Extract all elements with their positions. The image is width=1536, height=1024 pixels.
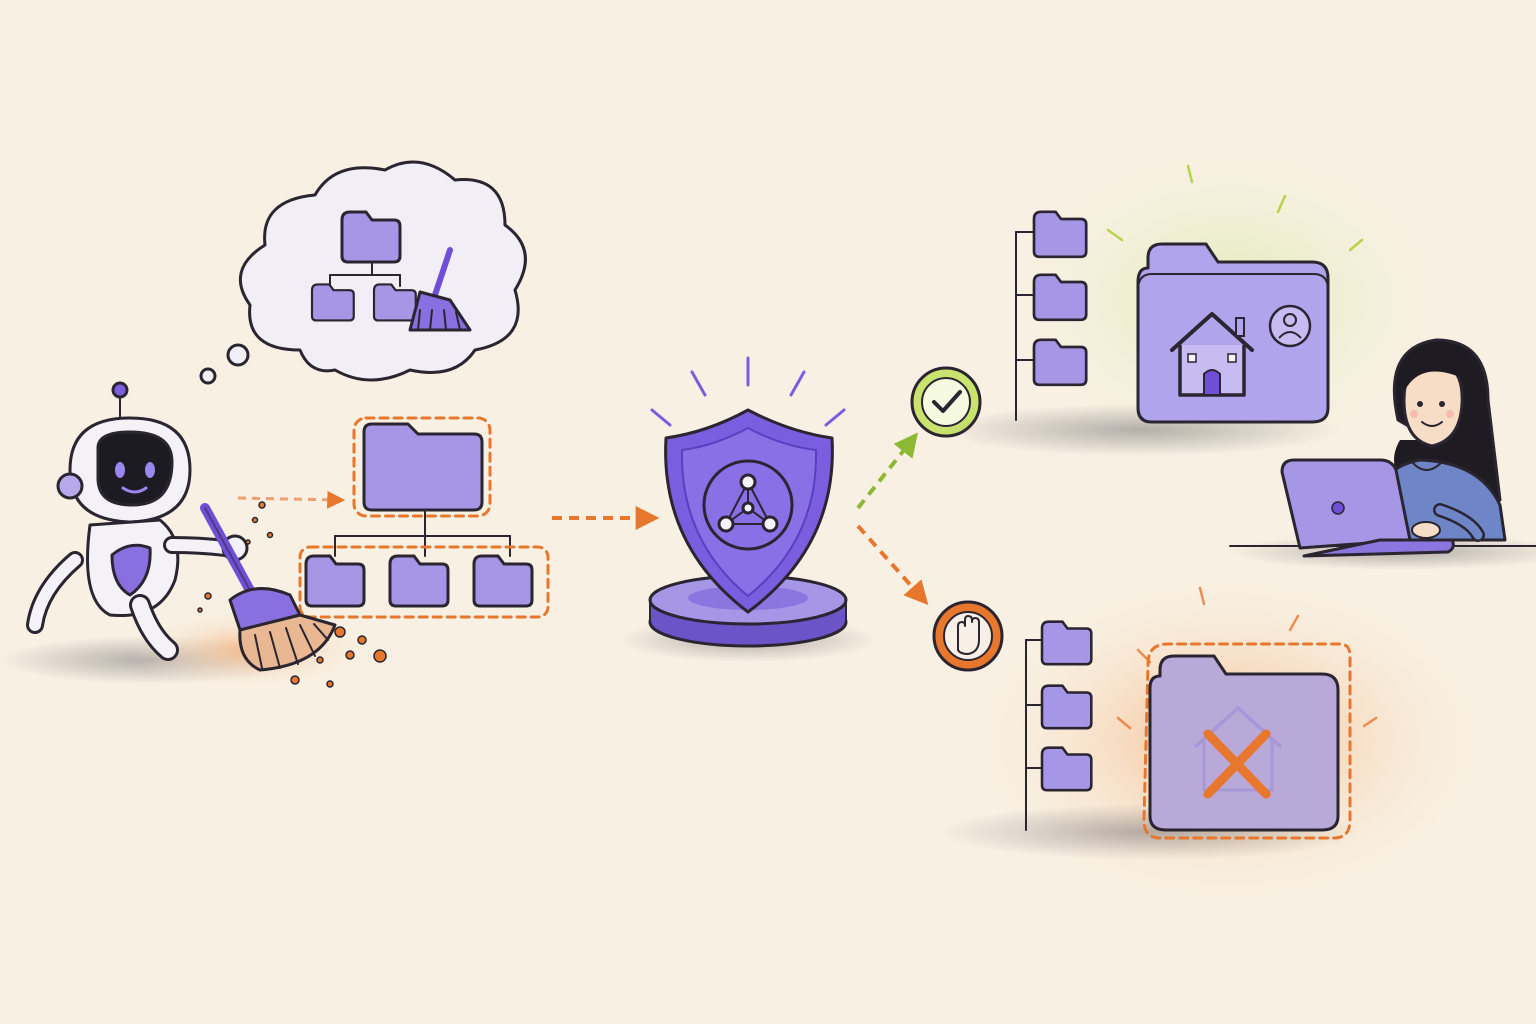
approve-sparkles bbox=[1106, 164, 1364, 252]
robot-to-folder-arrow bbox=[237, 490, 346, 509]
shield-network-icon bbox=[618, 356, 878, 662]
denied-folder-tree bbox=[1025, 620, 1093, 831]
cloud-broom-icon bbox=[408, 247, 472, 332]
broom-icon bbox=[200, 503, 337, 672]
deny-sparkles bbox=[1116, 586, 1378, 730]
source-child-folder bbox=[304, 554, 366, 608]
blocked-home-folder-icon bbox=[1142, 642, 1352, 840]
user-with-laptop-icon bbox=[1229, 338, 1536, 570]
source-child-folder bbox=[388, 554, 450, 608]
dust-particles bbox=[197, 501, 387, 688]
home-folder-icon bbox=[1136, 242, 1330, 424]
shield-to-approve-arrow bbox=[856, 432, 918, 510]
source-root-folder bbox=[362, 422, 484, 512]
thought-cloud-icon bbox=[199, 160, 527, 385]
source-child-folder bbox=[472, 554, 534, 608]
cloud-folder-tree bbox=[310, 210, 417, 322]
approved-folder-tree bbox=[1015, 210, 1088, 421]
stop-hand-icon bbox=[932, 600, 1004, 672]
shield-to-deny-arrow bbox=[856, 524, 929, 606]
source-folder-tree bbox=[298, 416, 550, 619]
robot-icon bbox=[26, 381, 249, 661]
